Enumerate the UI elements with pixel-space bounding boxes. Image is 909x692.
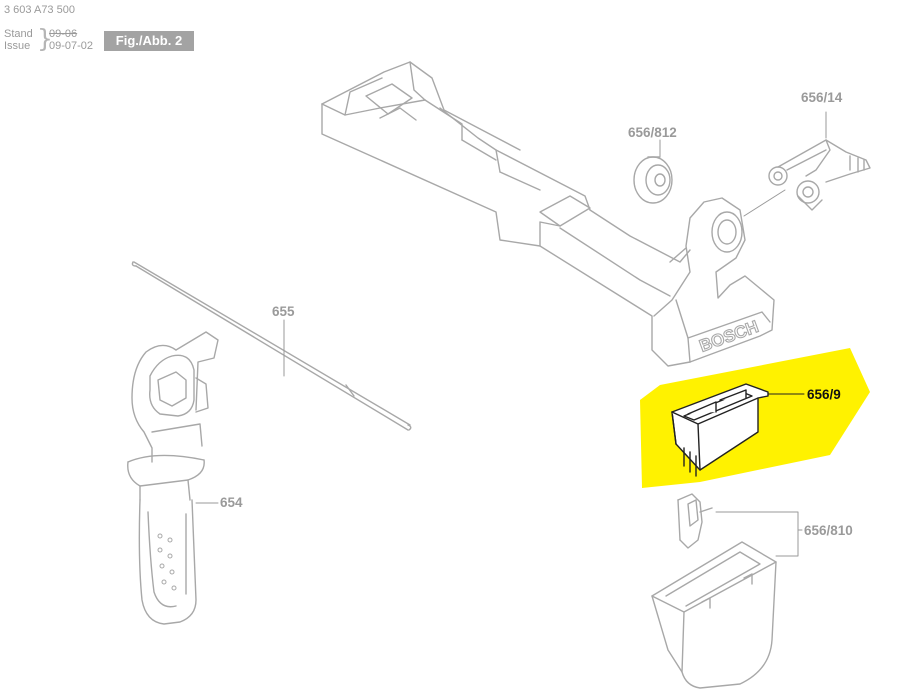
brace-glyph: } xyxy=(37,24,53,53)
issue-label: Issue xyxy=(4,40,31,52)
part-label-656-812: 656/812 xyxy=(628,125,677,140)
auxiliary-handle-part xyxy=(127,331,219,625)
clamp-lever-part xyxy=(768,139,871,211)
part-label-656-14: 656/14 xyxy=(801,90,843,105)
depth-rod-part xyxy=(131,261,412,431)
part-label-654: 654 xyxy=(220,495,243,510)
clip-and-container-part xyxy=(651,493,777,689)
switch-insert-part xyxy=(671,383,769,477)
depth-stop-body xyxy=(321,61,775,367)
issue-date: 09-07-02 xyxy=(49,40,94,52)
document-number: 3 603 A73 500 xyxy=(4,4,75,16)
part-label-656-9: 656/9 xyxy=(807,387,841,402)
stand-date: 09-06 xyxy=(49,28,78,40)
washer-part xyxy=(633,156,673,204)
figure-label: Fig./Abb. 2 xyxy=(104,31,194,51)
leader-lines xyxy=(195,111,827,557)
bosch-logo: BOSCH xyxy=(697,317,761,356)
stand-label: Stand xyxy=(4,28,33,40)
part-label-656-810: 656/810 xyxy=(804,523,853,538)
part-label-655: 655 xyxy=(272,304,295,319)
